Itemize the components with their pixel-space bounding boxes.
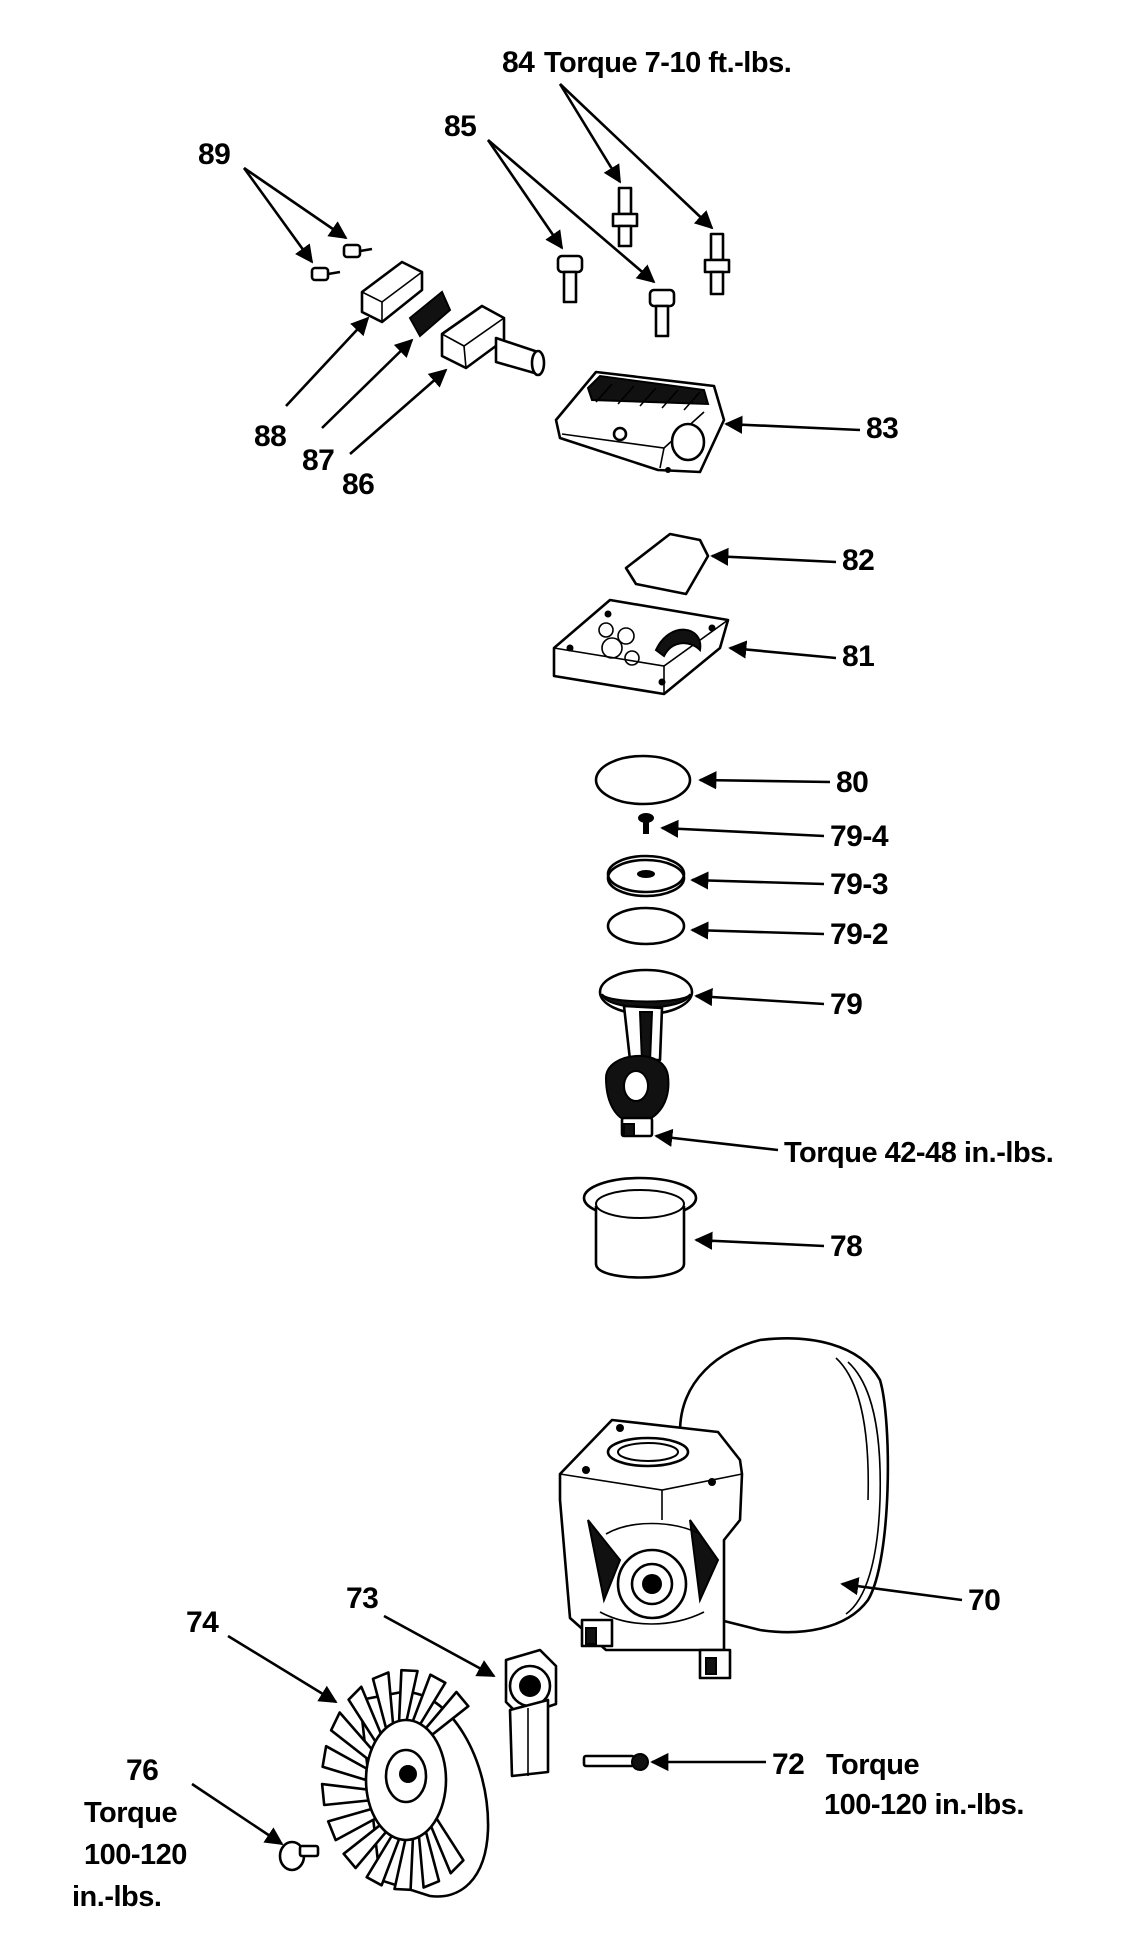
leader-arrows [191, 83, 963, 1846]
label-73: 73 [346, 1582, 378, 1615]
head-bolt-84-left [611, 186, 639, 248]
label-87: 87 [302, 444, 334, 477]
label-74: 74 [186, 1606, 219, 1639]
eccentric-73 [504, 1648, 558, 1778]
head-bolt-84-right [703, 232, 731, 296]
label-76-torque-1: Torque [84, 1797, 177, 1829]
label-83: 83 [866, 412, 898, 445]
label-72-torque-2: 100-120 in.-lbs. [824, 1789, 1024, 1821]
label-78: 78 [830, 1230, 862, 1263]
label-76-torque-3: in.-lbs. [72, 1881, 161, 1913]
crankcase-motor-70 [558, 1337, 890, 1680]
label-rod-torque: Torque 42-48 in.-lbs. [784, 1137, 1053, 1169]
head-bolt-85-left [556, 254, 584, 304]
screw-89-upper [342, 243, 373, 259]
label-72: 72 [772, 1748, 804, 1781]
screw-76 [278, 1840, 320, 1872]
label-79-4: 79-4 [830, 820, 889, 853]
label-84-torque: Torque 7-10 ft.-lbs. [544, 47, 791, 79]
label-82: 82 [842, 544, 874, 577]
screw-79-4 [638, 813, 654, 834]
label-76: 76 [126, 1754, 158, 1787]
cover-plate-88 [360, 260, 424, 324]
reed-valve-82 [624, 532, 710, 596]
cylinder-sleeve-78 [582, 1176, 698, 1279]
label-79-3: 79-3 [830, 868, 888, 901]
label-85: 85 [444, 110, 476, 143]
sleeve-79-2 [606, 906, 686, 946]
label-88: 88 [254, 420, 286, 453]
label-80: 80 [836, 766, 868, 799]
label-79-2: 79-2 [830, 918, 888, 951]
fan-blade [320, 1782, 370, 1807]
label-84: 84 [502, 46, 535, 79]
connecting-rod-79 [598, 968, 694, 1138]
label-70: 70 [968, 1584, 1000, 1617]
screw-89-lower [310, 266, 341, 282]
filter-element-87 [408, 290, 452, 338]
label-79: 79 [830, 988, 862, 1021]
head-bolt-85-right [648, 288, 676, 338]
bolt-72 [582, 1753, 649, 1771]
fan-74 [320, 1668, 490, 1898]
label-81: 81 [842, 640, 874, 673]
callout-labels: 84 Torque 7-10 ft.-lbs. 85 89 88 87 86 8… [72, 46, 1054, 1913]
air-filter-housing-86 [440, 304, 546, 377]
cylinder-head-83 [554, 370, 726, 474]
label-89: 89 [198, 138, 230, 171]
o-ring-80 [594, 754, 692, 806]
label-76-torque-2: 100-120 [84, 1839, 187, 1871]
valve-plate-81 [552, 598, 730, 696]
retainer-plate-79-3 [606, 854, 686, 898]
label-72-torque-1: Torque [826, 1749, 919, 1781]
label-86: 86 [342, 468, 374, 501]
